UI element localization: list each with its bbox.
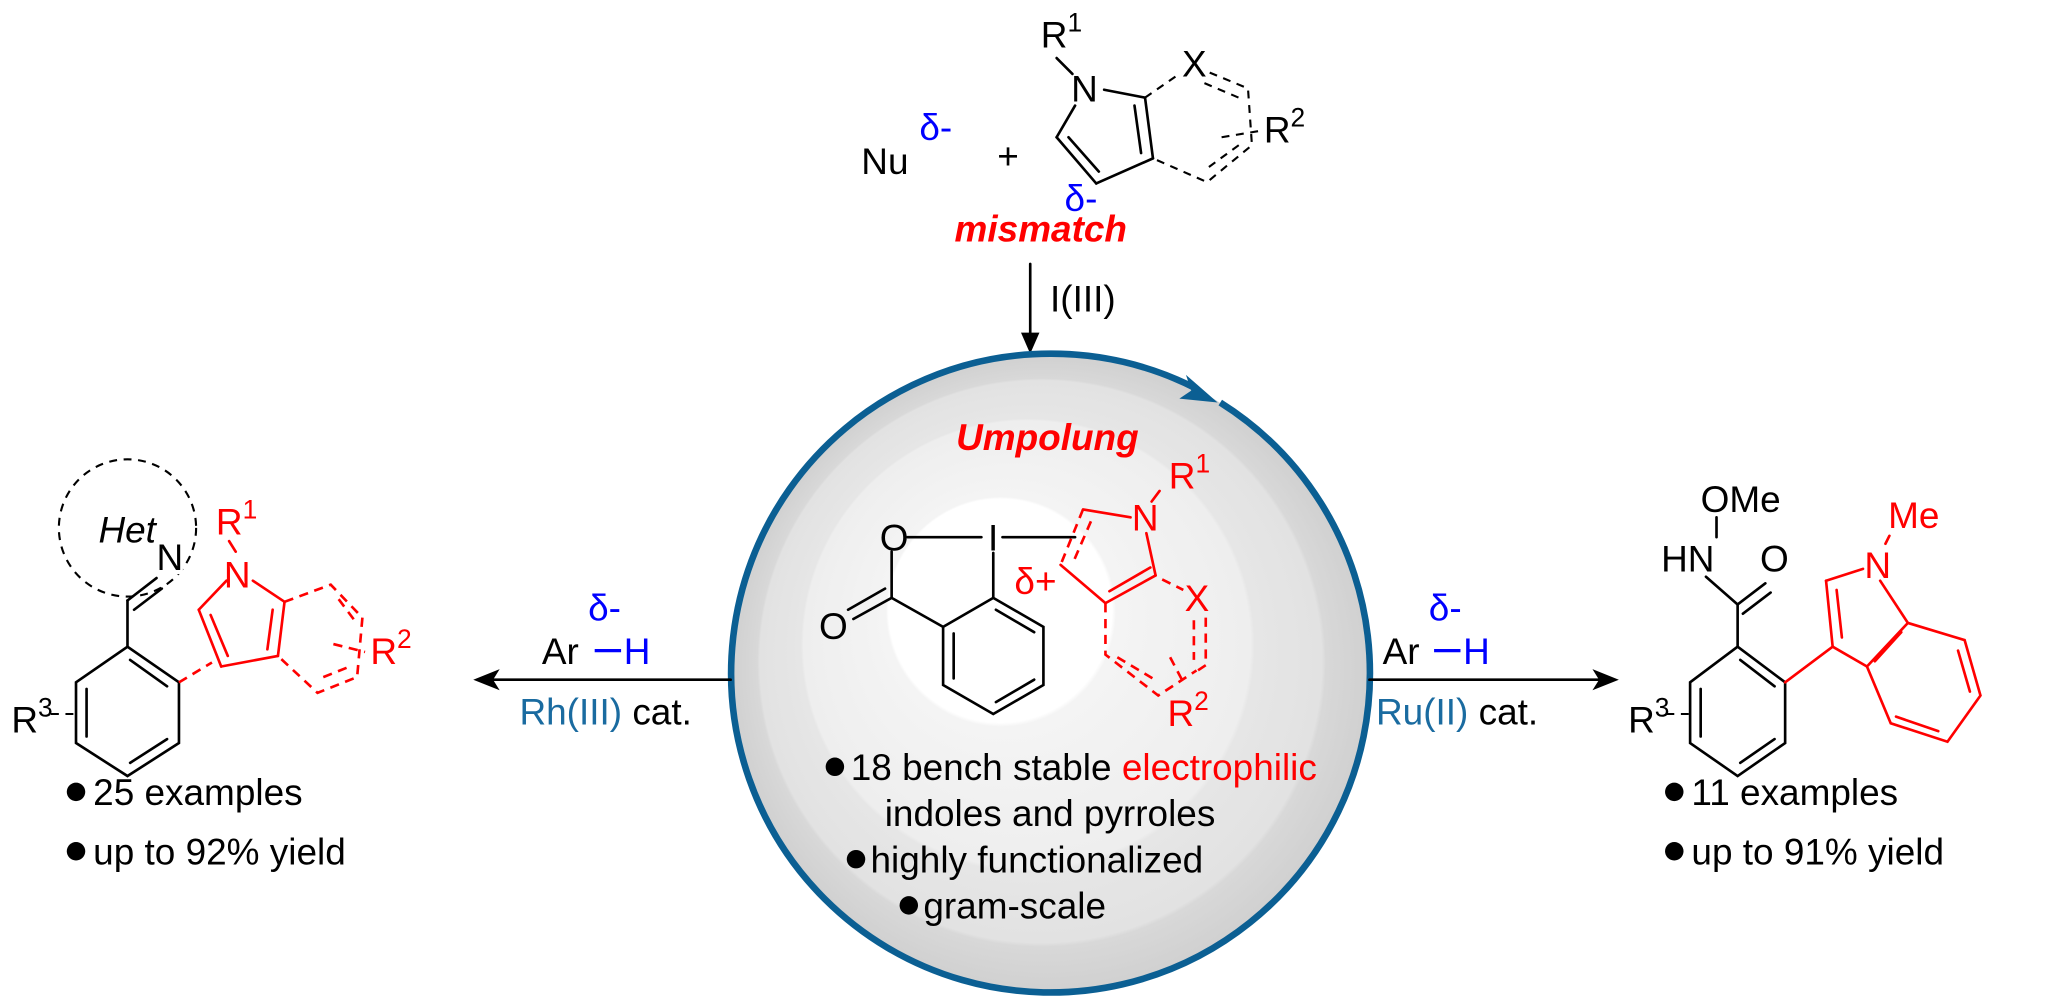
feature-item: highly functionalized [871, 839, 1204, 880]
bullet-icon [899, 896, 919, 915]
reagent-charge: δ- [1429, 587, 1462, 628]
n-label: N [1071, 69, 1098, 110]
catalyst-label: Ru(II) cat. [1376, 692, 1538, 733]
right-product-structure: OMe HN O R3 Me N [1628, 479, 1982, 778]
x-label: X [1182, 44, 1207, 85]
plus-sign: + [997, 136, 1019, 177]
reagent-ar: Ar [542, 631, 579, 672]
nucleophile-charge: δ- [919, 107, 952, 148]
left-results: 25 examples up to 92% yield [66, 772, 346, 872]
bullet-icon [66, 842, 86, 861]
r1-label: R1 [216, 495, 257, 543]
catalyst-label: Rh(III) cat. [519, 692, 691, 733]
imine-n-label: N [157, 537, 184, 578]
feature-item: gram-scale [923, 886, 1106, 927]
benziodoxolone-structure: O I O [819, 517, 1077, 716]
result-item: 25 examples [93, 772, 302, 813]
r2-label: R2 [370, 624, 411, 672]
cycle-arrowhead [1179, 374, 1218, 403]
reagent-h: H [1463, 631, 1490, 672]
feature-item-continuation: indoles and pyrroles [885, 793, 1216, 834]
reagent-charge: δ- [588, 587, 621, 628]
r3-label: R3 [1628, 693, 1669, 741]
feature-list: 18 bench stable electrophilic indoles an… [825, 747, 1317, 927]
bullet-icon [1665, 782, 1684, 802]
r2-label: R2 [1167, 686, 1208, 734]
bullet-icon [846, 849, 866, 869]
r3-label: R3 [11, 693, 52, 741]
nucleophile-label: Nu [861, 141, 908, 182]
left-reaction-arrow: δ- Ar H Rh(III) cat. [473, 587, 732, 733]
x-label: X [1185, 578, 1210, 619]
right-reaction-arrow: δ- Ar H Ru(II) cat. [1368, 587, 1619, 733]
reagent-ar: Ar [1383, 631, 1420, 672]
result-item: up to 91% yield [1691, 831, 1944, 872]
iodine-label: I [988, 517, 998, 558]
feature-item: 18 bench stable electrophilic [851, 747, 1317, 788]
delta-plus-label: δ+ [1014, 561, 1056, 602]
ome-label: OMe [1701, 479, 1781, 520]
top-reactants: Nu δ- + R1 N X R2 δ- mismatch [861, 8, 1305, 354]
n-label: N [1132, 498, 1159, 539]
reagent-label: I(III) [1050, 278, 1116, 319]
indole-reactant-structure: R1 N X R2 δ- [1041, 8, 1305, 219]
right-results: 11 examples up to 91% yield [1665, 772, 1944, 872]
het-label: Het [98, 509, 157, 550]
left-product-structure: Het N R3 R1 N R2 [11, 458, 412, 778]
reagent-h: H [624, 631, 651, 672]
bullet-icon [66, 782, 86, 802]
r1-label: R1 [1169, 448, 1210, 496]
n-methyl-label: Me [1888, 495, 1939, 536]
carbonyl-oxygen-label: O [819, 606, 848, 647]
mismatch-label: mismatch [955, 209, 1127, 250]
ring-oxygen-label: O [880, 517, 909, 558]
c3-charge: δ- [1065, 178, 1098, 219]
n-label: N [1864, 545, 1891, 586]
hn-label: HN [1661, 538, 1714, 579]
down-arrow [1020, 262, 1040, 354]
r2-label: R2 [1264, 103, 1305, 151]
umpolung-title: Umpolung [956, 417, 1139, 458]
result-item: up to 92% yield [93, 831, 346, 872]
cycle-ring [727, 350, 1374, 996]
umpolung-sphere: Umpolung O I O R1 N [727, 350, 1374, 996]
electrophilic-indole-structure: R1 N δ+ X R2 [1014, 448, 1210, 733]
result-item: 11 examples [1691, 772, 1898, 813]
r1-label: R1 [1041, 8, 1082, 56]
bullet-icon [1665, 842, 1684, 861]
n-label: N [224, 554, 251, 595]
bullet-icon [825, 757, 845, 777]
carbonyl-o-label: O [1760, 538, 1789, 579]
